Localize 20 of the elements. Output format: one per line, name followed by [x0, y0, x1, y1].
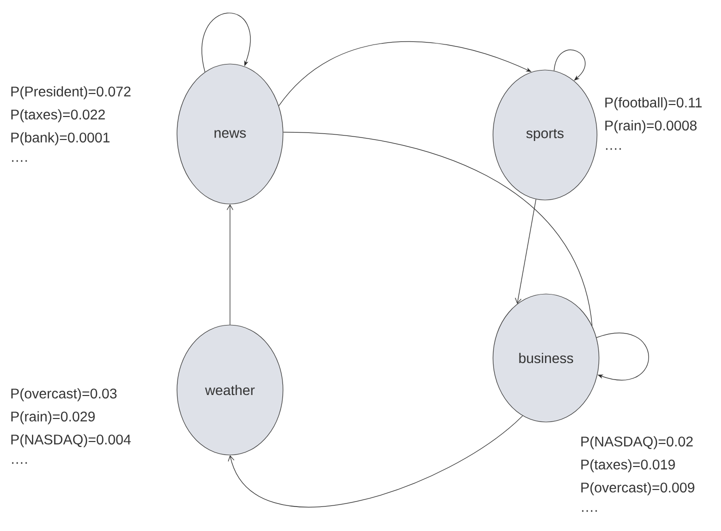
arrow: [226, 204, 234, 325]
arrow: [202, 12, 250, 72]
arrow: [228, 416, 523, 508]
probability-text: P(bank)=0.0001: [11, 132, 110, 146]
probability-text: ….: [12, 462, 27, 464]
probability-text: P(rain)=0.0008: [605, 120, 697, 134]
probability-text: P(President)=0.072: [11, 86, 130, 100]
probability-text: P(rain)=0.029: [11, 411, 95, 424]
probability-text: ….: [606, 148, 621, 150]
arrow: [596, 333, 649, 380]
probability-text: P(taxes)=0.019: [581, 459, 675, 472]
probability-text: P(overcast)=0.03: [11, 388, 117, 402]
probability-text: P(overcast)=0.009: [581, 482, 694, 496]
probability-text: ….: [12, 160, 27, 162]
arrow: [514, 199, 536, 304]
probability-text: ….: [582, 510, 597, 512]
probability-text: P(NASDAQ)=0.02: [581, 436, 693, 450]
probability-text: P(football)=0.11: [605, 97, 702, 110]
probability-text: P(taxes)=0.022: [11, 109, 105, 122]
probability-text: P(NASDAQ)=0.004: [11, 434, 131, 448]
